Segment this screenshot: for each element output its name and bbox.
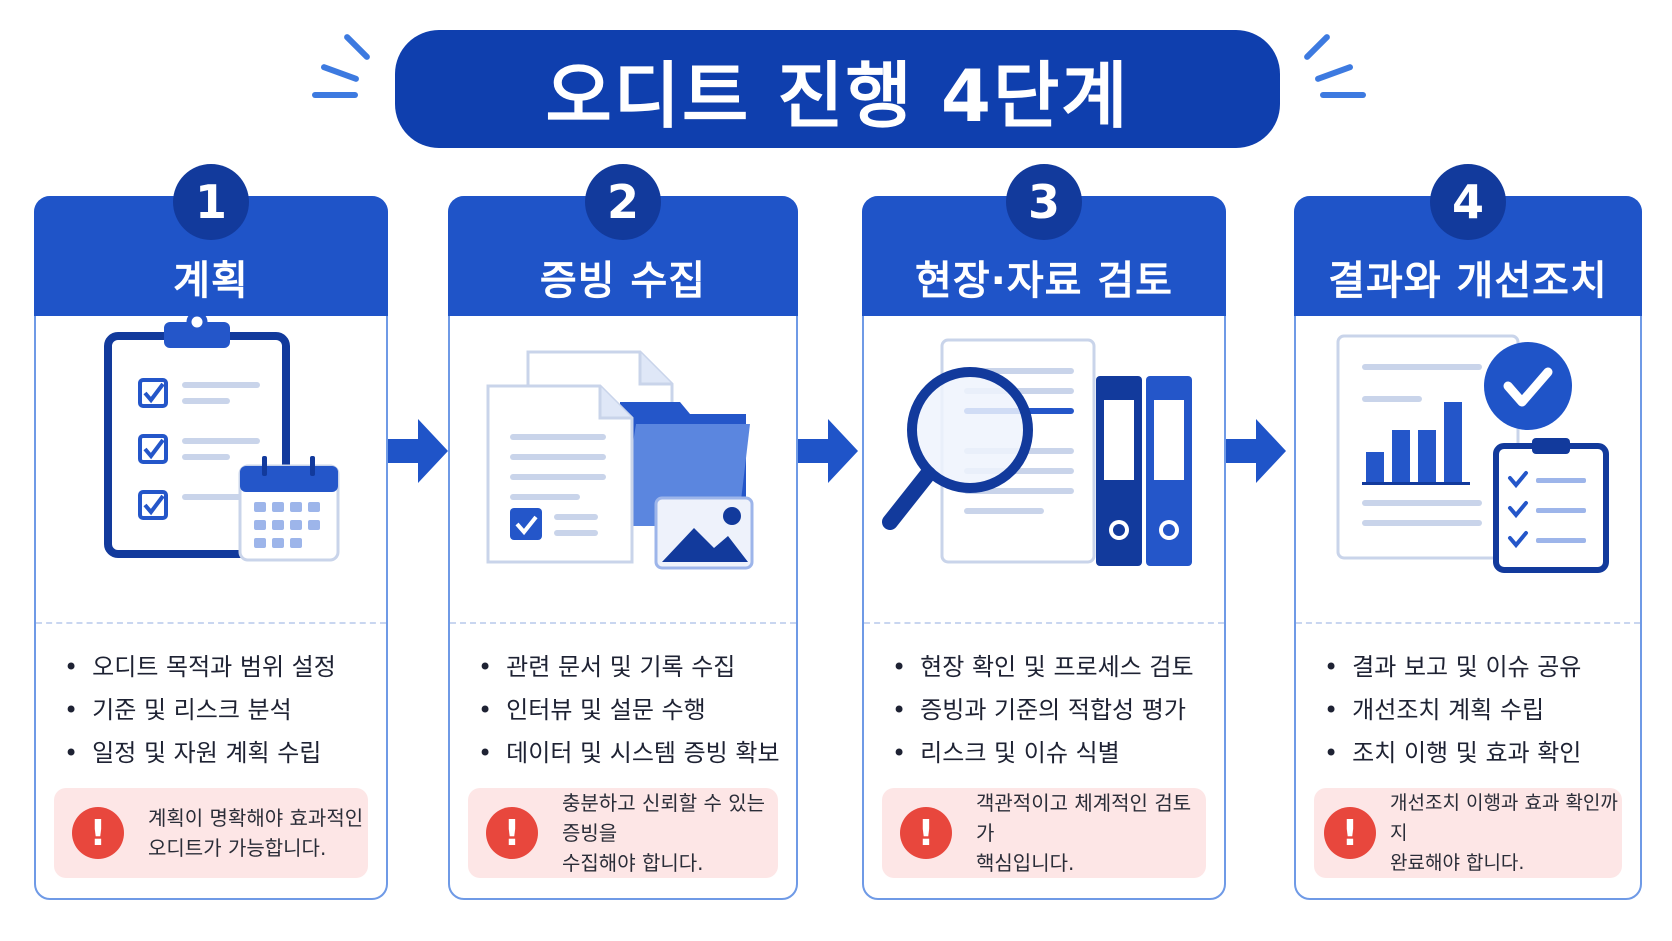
note-line: 핵심입니다.	[976, 851, 1075, 875]
bullet-item: 증빙과 기준의 적합성 평가	[892, 689, 1214, 732]
divider	[36, 622, 386, 624]
bullet-item: 오디트 목적과 범위 설정	[64, 646, 376, 689]
step-card-3: 3 현장·자료 검토 현장 확인 및 프로세스 검토 증빙과 기준의 적합성 평…	[862, 164, 1226, 900]
step-card-4: 4 결과와 개선조치 결과 보고 및 이슈 공유 개선조치 계획 수립 조치 이…	[1294, 164, 1642, 900]
arrow-right-icon	[798, 419, 858, 483]
step-note: ! 충분하고 신뢰할 수 있는 증빙을 수집해야 합니다.	[468, 788, 778, 878]
step-note: ! 객관적이고 체계적인 검토가 핵심입니다.	[882, 788, 1206, 878]
magnifier-document-binders-icon	[882, 338, 1192, 566]
note-line: 수집해야 합니다.	[562, 851, 704, 875]
bullet-item: 리스크 및 이슈 식별	[892, 732, 1214, 775]
note-text: 충분하고 신뢰할 수 있는 증빙을 수집해야 합니다.	[562, 788, 778, 878]
note-text: 계획이 명확해야 효과적인 오디트가 가능합니다.	[148, 803, 363, 863]
bullet-item: 관련 문서 및 기록 수집	[478, 646, 786, 689]
step-title: 결과와 개선조치	[1328, 258, 1608, 304]
step-bullets: 현장 확인 및 프로세스 검토 증빙과 기준의 적합성 평가 리스크 및 이슈 …	[892, 646, 1214, 775]
divider	[450, 622, 796, 624]
burst-left-icon	[300, 30, 380, 110]
note-line: 충분하고 신뢰할 수 있는 증빙을	[562, 791, 766, 845]
note-line: 오디트가 가능합니다.	[148, 836, 327, 860]
step-number-badge: 1	[173, 164, 249, 240]
bullet-item: 데이터 및 시스템 증빙 확보	[478, 732, 786, 775]
clipboard-checklist-calendar-icon	[104, 316, 340, 562]
report-chart-checkmark-icon	[1336, 334, 1609, 573]
note-text: 개선조치 이행과 효과 확인까지 완료해야 합니다.	[1390, 788, 1622, 878]
page-title-banner: 오디트 진행 4단계	[395, 30, 1280, 148]
bullet-item: 일정 및 자원 계획 수립	[64, 732, 376, 775]
bullet-item: 현장 확인 및 프로세스 검토	[892, 646, 1214, 689]
exclamation-icon: !	[486, 807, 538, 859]
divider	[864, 622, 1224, 624]
step-number-badge: 3	[1006, 164, 1082, 240]
step-number-badge: 2	[585, 164, 661, 240]
arrow-right-icon	[388, 419, 448, 483]
step-bullets: 오디트 목적과 범위 설정 기준 및 리스크 분석 일정 및 자원 계획 수립	[64, 646, 376, 775]
step-number-badge: 4	[1430, 164, 1506, 240]
arrow-right-icon	[1226, 419, 1286, 483]
documents-folder-image-icon	[486, 350, 754, 570]
step-card-2: 2 증빙 수집 관련 문서 및 기록 수집 인터뷰 및 설문 수행 데이터 및 …	[448, 164, 798, 900]
exclamation-icon: !	[900, 807, 952, 859]
burst-right-icon	[1296, 30, 1376, 110]
note-text: 객관적이고 체계적인 검토가 핵심입니다.	[976, 788, 1206, 878]
note-line: 개선조치 이행과 효과 확인까지	[1390, 792, 1618, 844]
step-note: ! 계획이 명확해야 효과적인 오디트가 가능합니다.	[54, 788, 368, 878]
divider	[1296, 622, 1640, 624]
bullet-item: 인터뷰 및 설문 수행	[478, 689, 786, 732]
step-bullets: 관련 문서 및 기록 수집 인터뷰 및 설문 수행 데이터 및 시스템 증빙 확…	[478, 646, 786, 775]
note-line: 객관적이고 체계적인 검토가	[976, 791, 1192, 845]
step-title: 증빙 수집	[539, 258, 707, 304]
note-line: 완료해야 합니다.	[1390, 852, 1525, 874]
step-title: 현장·자료 검토	[915, 258, 1173, 304]
exclamation-icon: !	[1324, 807, 1376, 859]
step-card-1: 1 계획 오디트 목적과 범위 설정 기준 및 리스크 분석 일정 및 자원 계…	[34, 164, 388, 900]
note-line: 계획이 명확해야 효과적인	[148, 806, 364, 830]
step-note: ! 개선조치 이행과 효과 확인까지 완료해야 합니다.	[1314, 788, 1622, 878]
bullet-item: 결과 보고 및 이슈 공유	[1324, 646, 1630, 689]
step-bullets: 결과 보고 및 이슈 공유 개선조치 계획 수립 조치 이행 및 효과 확인	[1324, 646, 1630, 775]
step-title: 계획	[173, 258, 249, 304]
exclamation-icon: !	[72, 807, 124, 859]
bullet-item: 기준 및 리스크 분석	[64, 689, 376, 732]
bullet-item: 조치 이행 및 효과 확인	[1324, 732, 1630, 775]
bullet-item: 개선조치 계획 수립	[1324, 689, 1630, 732]
page-title: 오디트 진행 4단계	[545, 53, 1130, 138]
